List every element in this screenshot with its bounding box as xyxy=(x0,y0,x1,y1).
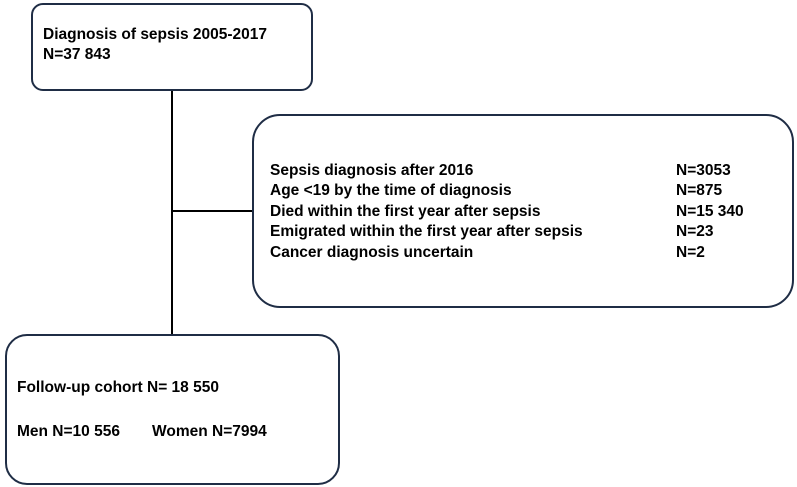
sepsis-diagnosis-title: Diagnosis of sepsis 2005-2017 xyxy=(43,26,268,43)
exclusion-count: N=2 xyxy=(676,244,705,261)
exclusion-count: N=23 xyxy=(676,223,714,240)
exclusion-label: Sepsis diagnosis after 2016 xyxy=(270,162,474,179)
exclusions-box xyxy=(252,114,794,308)
connector-to-exclusions xyxy=(173,210,252,212)
men-count: Men N=10 556 xyxy=(17,423,120,440)
follow-up-cohort-box xyxy=(5,334,340,485)
exclusion-row: Age <19 by the time of diagnosis N=875 xyxy=(270,180,770,202)
exclusion-count: N=3053 xyxy=(676,162,731,179)
exclusion-label: Age <19 by the time of diagnosis xyxy=(270,182,512,199)
exclusion-label: Cancer diagnosis uncertain xyxy=(270,244,474,261)
sepsis-diagnosis-box xyxy=(31,3,313,91)
exclusion-row: Sepsis diagnosis after 2016 N=3053 xyxy=(270,160,770,182)
exclusion-row: Emigrated within the first year after se… xyxy=(270,221,770,243)
sepsis-diagnosis-count: N=37 843 xyxy=(43,46,111,63)
exclusion-label: Died within the first year after sepsis xyxy=(270,203,541,220)
connector-vertical xyxy=(171,91,173,334)
exclusion-count: N=875 xyxy=(676,182,723,199)
exclusion-count: N=15 340 xyxy=(676,203,744,220)
follow-up-cohort-count: Follow-up cohort N= 18 550 xyxy=(17,379,219,396)
women-count: Women N=7994 xyxy=(152,423,267,440)
exclusion-label: Emigrated within the first year after se… xyxy=(270,223,583,240)
exclusion-row: Cancer diagnosis uncertain N=2 xyxy=(270,242,770,264)
exclusion-row: Died within the first year after sepsis … xyxy=(270,201,770,223)
